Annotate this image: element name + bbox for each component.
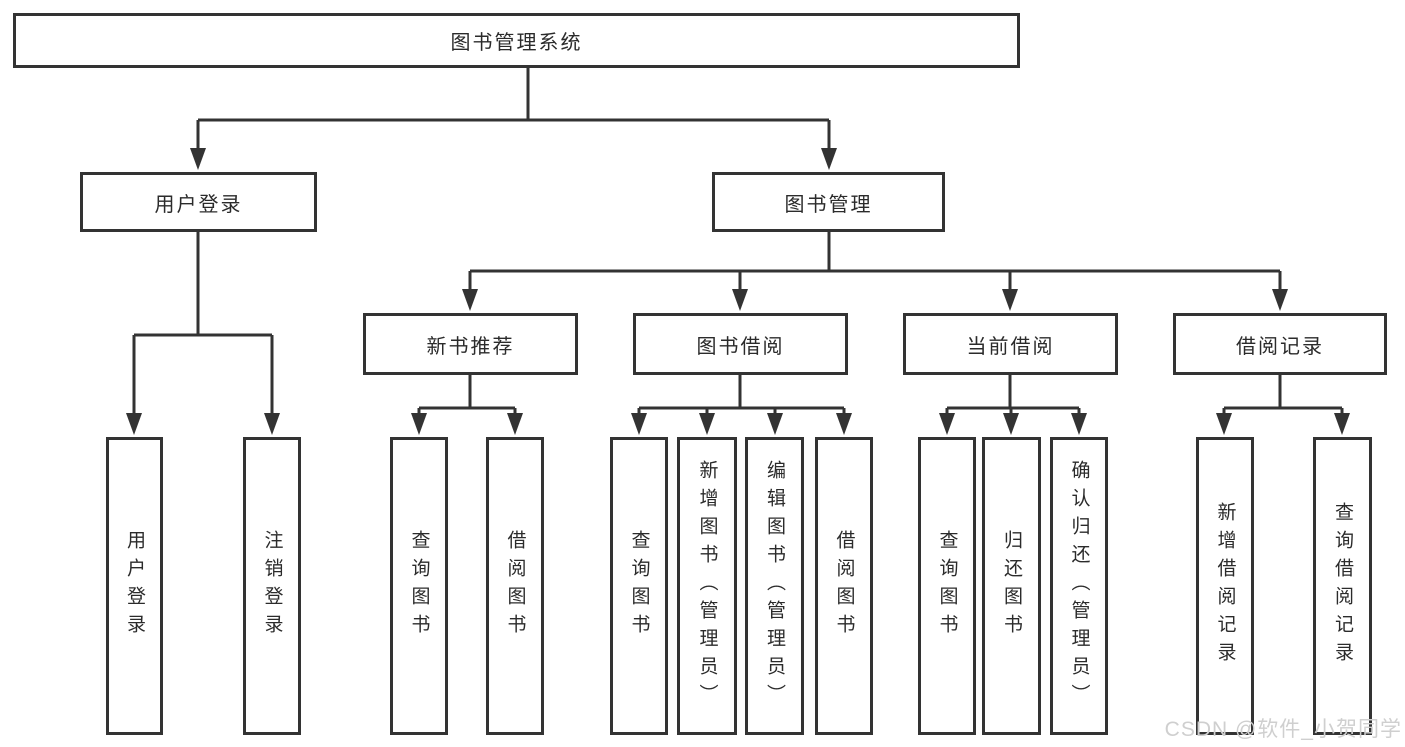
arrowhead (631, 413, 647, 435)
connector-new-book-recommend-to-leaves (411, 375, 523, 435)
arrowhead (462, 289, 478, 311)
arrowhead (190, 148, 206, 170)
arrowhead (1272, 289, 1288, 311)
leaf-br-add-record: 新增借阅记录 (1196, 437, 1254, 735)
arrowhead (1002, 289, 1018, 311)
leaf-logout-label: 注销登录 (261, 530, 283, 642)
leaf-bb-borrow-books: 借阅图书 (815, 437, 873, 735)
node-new-book-recommend-label: 新书推荐 (426, 335, 515, 358)
arrowhead (1003, 413, 1019, 435)
leaf-cb-confirm-return-label: 确认归还（管理员） (1068, 460, 1090, 712)
leaf-bb-query-books: 查询图书 (610, 437, 668, 735)
node-current-borrow-label: 当前借阅 (966, 335, 1055, 358)
node-book-management: 图书管理 (712, 172, 945, 232)
node-book-management-label: 图书管理 (784, 193, 873, 216)
leaf-cb-confirm-return: 确认归还（管理员） (1050, 437, 1108, 735)
leaf-logout: 注销登录 (243, 437, 301, 735)
arrowhead (411, 413, 427, 435)
leaf-nb-query-books: 查询图书 (390, 437, 448, 735)
arrowhead (939, 413, 955, 435)
arrowhead (836, 413, 852, 435)
node-current-borrow: 当前借阅 (903, 313, 1118, 375)
leaf-bb-edit-books-label: 编辑图书（管理员） (764, 460, 785, 712)
node-borrow-records: 借阅记录 (1173, 313, 1387, 375)
leaf-bb-borrow-books-label: 借阅图书 (833, 530, 855, 642)
leaf-nb-query-books-label: 查询图书 (408, 530, 430, 642)
node-user-login-label: 用户登录 (154, 193, 243, 216)
leaf-bb-query-books-label: 查询图书 (628, 530, 650, 642)
node-user-login: 用户登录 (80, 172, 317, 232)
arrowhead (126, 413, 142, 435)
leaf-cb-return-books-label: 归还图书 (1001, 530, 1022, 642)
leaf-user-login: 用户登录 (106, 437, 163, 735)
arrowhead (767, 413, 783, 435)
leaf-bb-add-books-label: 新增图书（管理员） (696, 460, 718, 712)
node-borrow-records-label: 借阅记录 (1236, 335, 1324, 358)
arrowhead (821, 148, 837, 170)
arrowhead (1071, 413, 1087, 435)
leaf-br-query-record-label: 查询借阅记录 (1332, 502, 1353, 670)
leaf-bb-edit-books: 编辑图书（管理员） (745, 437, 804, 735)
node-book-borrow-label: 图书借阅 (696, 335, 785, 358)
csdn-watermark: CSDN @软件_小贺同学 (1164, 718, 1402, 741)
leaf-br-add-record-label: 新增借阅记录 (1214, 502, 1236, 670)
connector-user-login-to-leaves (126, 232, 280, 435)
connector-current-borrow-to-leaves (939, 375, 1087, 435)
connector-root-to-level2 (190, 68, 837, 170)
node-book-borrow: 图书借阅 (633, 313, 848, 375)
node-root: 图书管理系统 (13, 13, 1020, 68)
node-root-label: 图书管理系统 (450, 32, 583, 54)
leaf-cb-query-books: 查询图书 (918, 437, 976, 735)
arrowhead (1334, 413, 1350, 435)
leaf-cb-return-books: 归还图书 (982, 437, 1041, 735)
leaf-nb-borrow-books: 借阅图书 (486, 437, 544, 735)
leaf-bb-add-books: 新增图书（管理员） (677, 437, 737, 735)
connector-book-borrow-to-leaves (631, 375, 852, 435)
connector-book-management-to-level3 (462, 232, 1288, 311)
connector-borrow-records-to-leaves (1216, 375, 1350, 435)
leaf-user-login-label: 用户登录 (124, 530, 145, 642)
arrowhead (264, 413, 280, 435)
arrowhead (507, 413, 523, 435)
arrowhead (732, 289, 748, 311)
node-new-book-recommend: 新书推荐 (363, 313, 578, 375)
leaf-nb-borrow-books-label: 借阅图书 (504, 530, 526, 642)
leaf-cb-query-books-label: 查询图书 (936, 530, 958, 642)
arrowhead (699, 413, 715, 435)
leaf-br-query-record: 查询借阅记录 (1313, 437, 1372, 735)
arrowhead (1216, 413, 1232, 435)
